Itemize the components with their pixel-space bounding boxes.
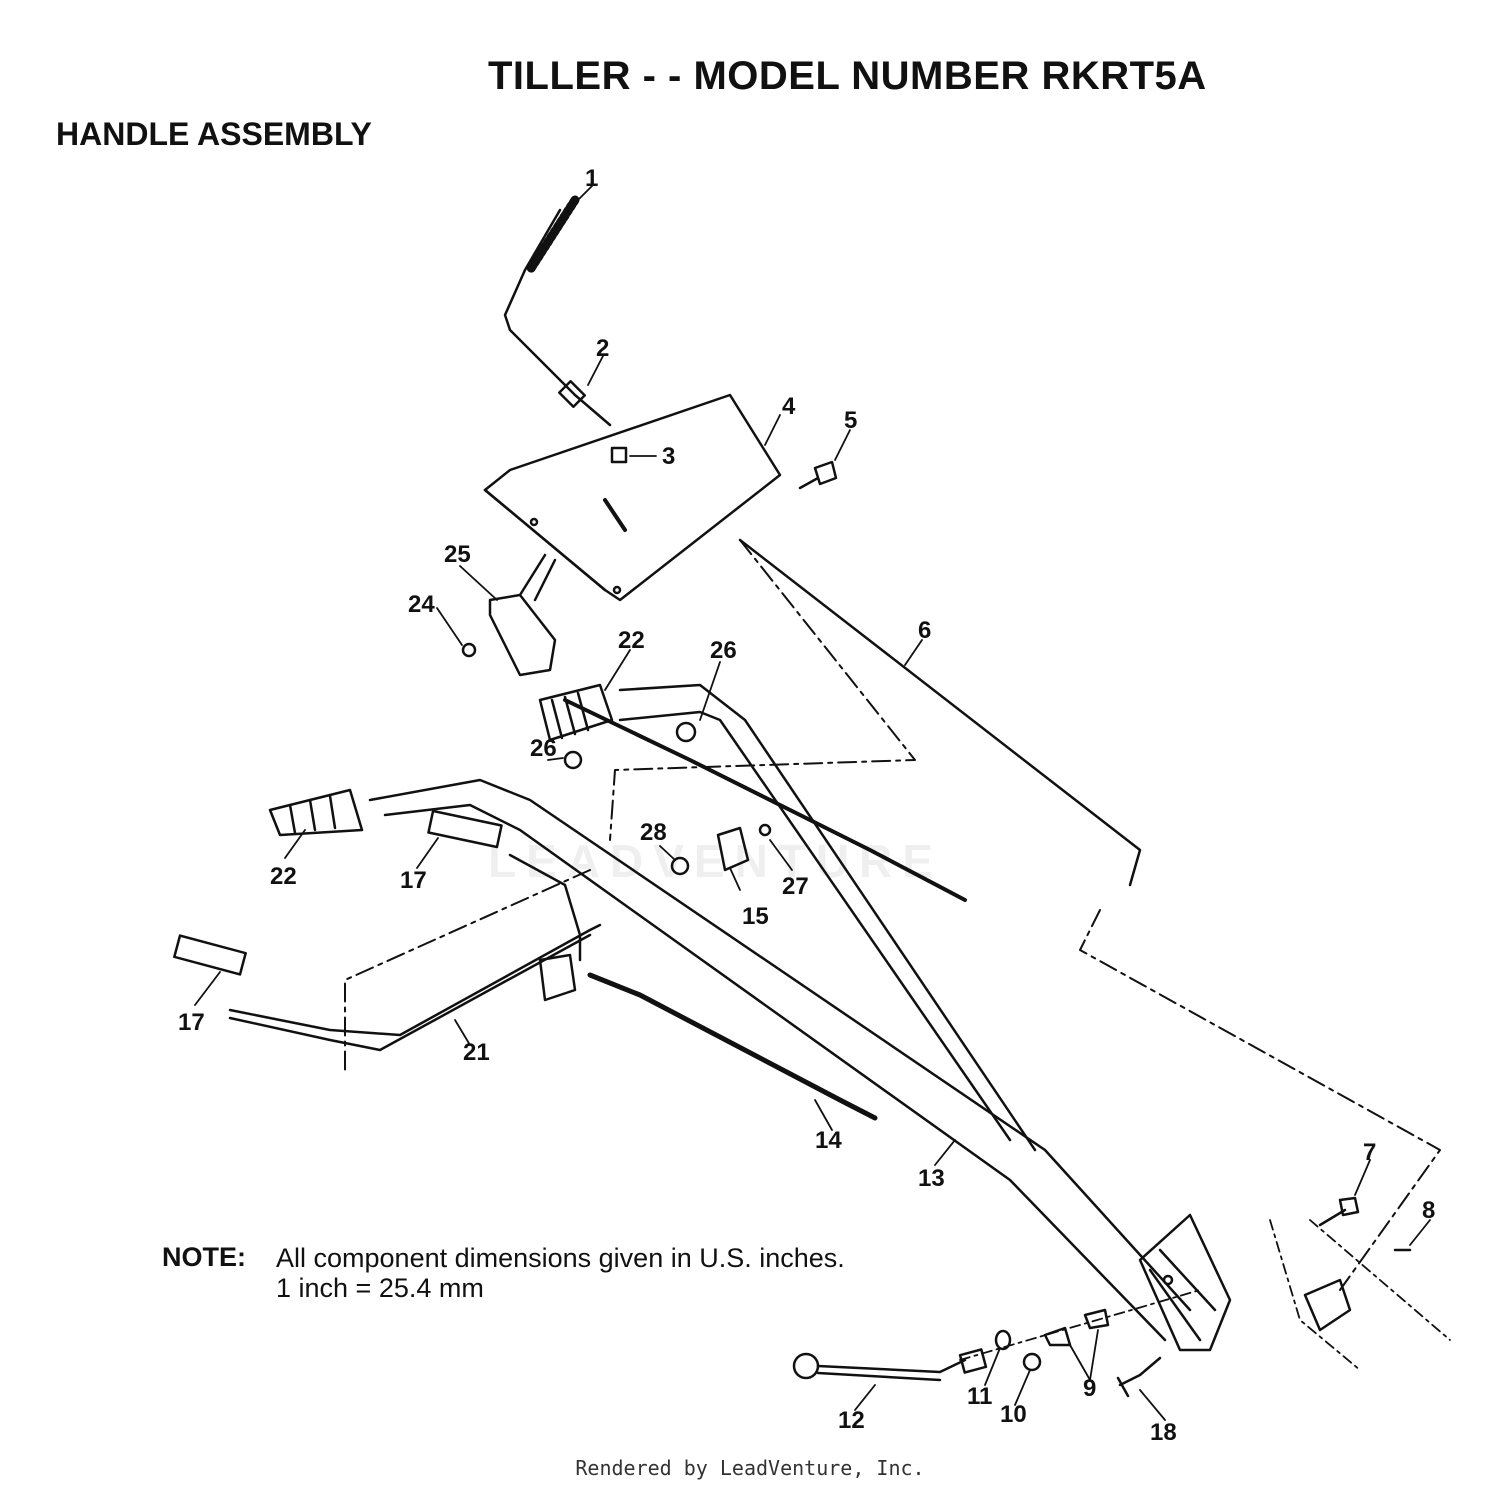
callout-8: 8 (1422, 1197, 1435, 1224)
callout-22a: 22 (618, 627, 645, 654)
callout-4: 4 (782, 393, 796, 420)
part-22-upper-grip (538, 683, 614, 742)
section-title: HANDLE ASSEMBLY (56, 116, 372, 152)
part-14-cable (587, 972, 878, 1121)
callout-7: 7 (1363, 1139, 1376, 1166)
callout-9: 9 (1083, 1375, 1096, 1402)
callout-25: 25 (444, 541, 471, 568)
callout-22b: 22 (270, 863, 297, 890)
part-26-nut-upper (675, 721, 697, 743)
part-12-lever (816, 1358, 967, 1382)
footer-credit: Rendered by LeadVenture, Inc. (575, 1456, 925, 1480)
part-1-spring (525, 195, 580, 275)
callout-27: 27 (782, 873, 809, 900)
part-28-nut (670, 856, 690, 876)
part-11-washer (994, 1329, 1012, 1351)
part-13-handle (368, 778, 1192, 1312)
callout-15: 15 (742, 903, 769, 930)
callout-11: 11 (967, 1383, 992, 1410)
callout-14: 14 (815, 1127, 842, 1154)
callout-5: 5 (844, 407, 857, 434)
housing (1138, 1213, 1232, 1352)
note-text: All component dimensions given in U.S. i… (276, 1243, 845, 1303)
part-6-rod (738, 538, 1142, 887)
callout-13: 13 (918, 1165, 945, 1192)
callout-21: 21 (463, 1039, 490, 1066)
assembly-outline (609, 539, 916, 841)
part-21-shift-rod (228, 923, 602, 1037)
part-12-lever-knob (792, 1352, 820, 1380)
part-25-bracket (488, 593, 557, 677)
part-9-parts (1043, 1308, 1110, 1347)
callout-6: 6 (918, 617, 931, 644)
part-2-ferrule (558, 380, 586, 408)
callout-3: 3 (662, 443, 675, 470)
part-17-grip-lower (173, 934, 247, 976)
assembly-outline-lower (1079, 909, 1441, 1291)
part-7-bolt (1318, 1196, 1360, 1227)
part-4-panel-fold (483, 488, 607, 592)
callout-17a: 17 (400, 867, 427, 894)
control-cable (563, 698, 967, 902)
note-line-1: All component dimensions given in U.S. i… (276, 1243, 845, 1273)
part-22-lower-grip (268, 788, 364, 837)
callout-26a: 26 (710, 637, 737, 664)
part-4-panel (483, 393, 782, 602)
part-15-bracket (716, 826, 750, 872)
callout-10: 10 (1000, 1401, 1027, 1428)
callout-26b: 26 (530, 735, 557, 762)
callout-17b: 17 (178, 1009, 205, 1036)
leader-lines (194, 185, 1431, 1421)
part-17-grip-upper (427, 809, 503, 849)
callout-1: 1 (585, 165, 598, 192)
callout-18: 18 (1150, 1419, 1177, 1446)
callout-24: 24 (408, 591, 435, 618)
part-27-washer (758, 823, 772, 837)
callout-28: 28 (640, 819, 667, 846)
page-title: TILLER - - MODEL NUMBER RKRT5A (488, 54, 1207, 98)
callout-2: 2 (596, 335, 609, 362)
part-5-bolt (798, 460, 838, 490)
part-26-nut-lower (563, 750, 583, 770)
callout-12: 12 (838, 1407, 865, 1434)
upper-handle-tube (618, 683, 1037, 1152)
part-10-nut (1022, 1352, 1042, 1372)
part-18-bolt (1116, 1356, 1162, 1398)
note-label: NOTE: (162, 1242, 246, 1272)
part-24-nut (461, 642, 477, 658)
note-line-2: 1 inch = 25.4 mm (276, 1273, 484, 1303)
part-1-rod (503, 208, 612, 427)
